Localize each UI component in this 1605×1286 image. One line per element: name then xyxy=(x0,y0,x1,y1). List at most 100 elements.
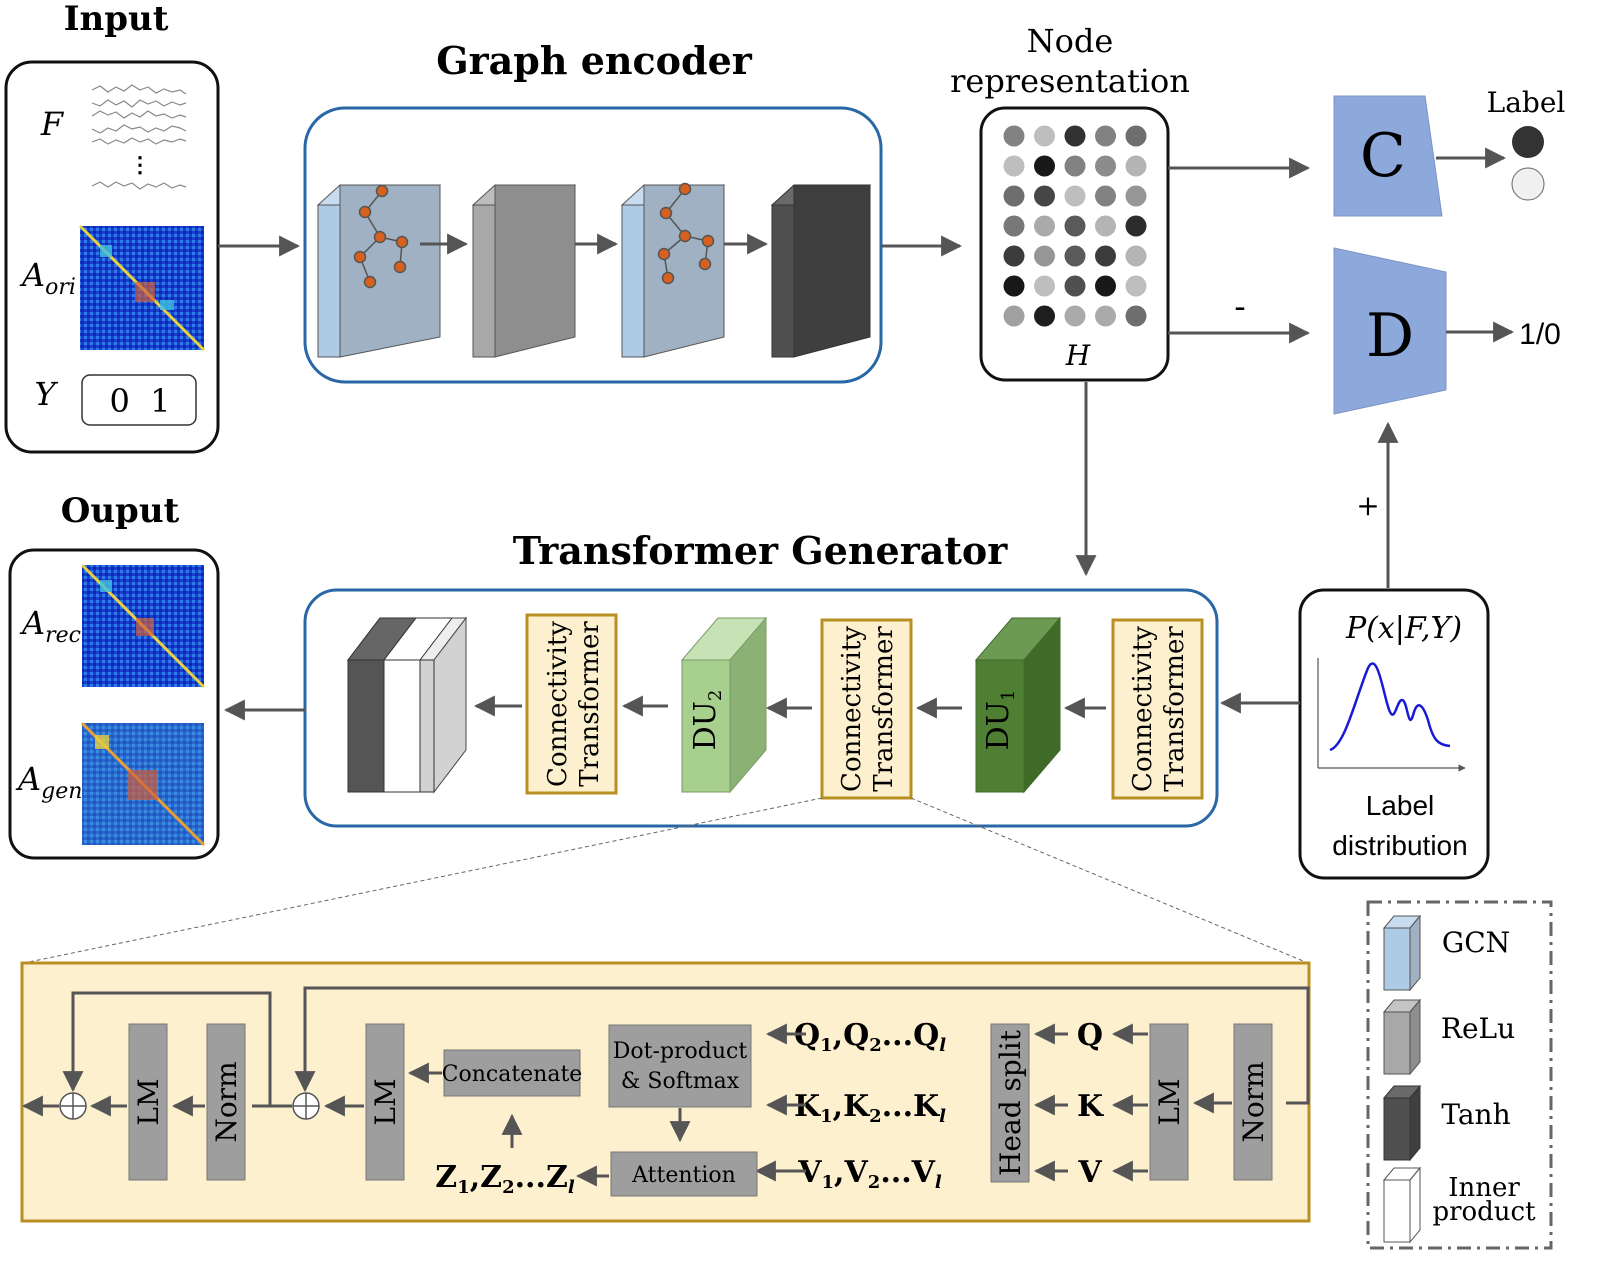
a-ori-label: Aori xyxy=(19,256,76,300)
distribution-label-2: distribution xyxy=(1332,830,1467,861)
head-split-label: Head split xyxy=(994,1029,1027,1176)
vdots-icon: ⋮ xyxy=(129,152,151,178)
legend-relu-label: ReLu xyxy=(1441,1012,1515,1045)
gcn-layer-1 xyxy=(316,184,442,358)
legend-inner-label-1: Inner xyxy=(1448,1173,1520,1203)
ct-label-line1: Connectivity xyxy=(837,626,867,792)
node-repr-title-1: Node xyxy=(1027,22,1114,60)
node-repr-title-2: representation xyxy=(950,62,1190,100)
transformer-generator-title: Transformer Generator xyxy=(513,528,1008,573)
node-dot xyxy=(1064,215,1086,237)
zoom-line-left xyxy=(23,797,823,964)
legend-gcn-icon xyxy=(1382,914,1422,992)
node-dot xyxy=(1034,215,1055,237)
zoom-line-right xyxy=(910,797,1309,964)
q-sequence: Q1,Q2...Ql xyxy=(794,1018,946,1056)
graph-encoder: Graph encoder xyxy=(303,38,883,384)
attention-label: Attention xyxy=(631,1163,736,1188)
a-gen-label: Agen xyxy=(15,760,82,804)
ct-label-line2: Transformer xyxy=(1160,626,1190,792)
graph-nodes-icon xyxy=(353,184,409,289)
z-sequence: Z1,Z2...Zl xyxy=(435,1160,575,1198)
k-label: K xyxy=(1077,1089,1104,1124)
a-rec-label: Arec xyxy=(19,604,81,648)
label-light-circle-icon xyxy=(1511,167,1545,201)
y-value: 0 1 xyxy=(109,382,170,420)
q-label: Q xyxy=(1077,1018,1103,1053)
node-dot xyxy=(1095,215,1116,237)
node-dot xyxy=(1064,305,1086,327)
du2-label: DU2 xyxy=(688,690,726,751)
ct-label-line2: Transformer xyxy=(575,621,605,787)
node-dot xyxy=(1125,125,1147,147)
node-dot xyxy=(1064,275,1086,297)
legend-inner-label-2: product xyxy=(1432,1197,1536,1227)
connectivity-transformer-1: Connectivity Transformer xyxy=(1111,618,1204,800)
node-dot xyxy=(1034,305,1055,327)
node-dot xyxy=(1034,245,1055,267)
dot-product-label-1: Dot-product xyxy=(613,1039,748,1064)
a-ori-heatmap xyxy=(78,224,206,352)
legend-tanh-label: Tanh xyxy=(1441,1098,1510,1131)
node-dot xyxy=(1064,245,1086,267)
discriminator-output-text: 1/0 xyxy=(1519,318,1561,351)
node-dot xyxy=(1095,275,1116,297)
concatenate-block xyxy=(443,1049,581,1097)
node-dot xyxy=(1003,185,1025,207)
inner-product-block xyxy=(346,616,468,794)
graph-encoder-title: Graph encoder xyxy=(436,38,753,83)
plus-sign: + xyxy=(1356,489,1379,522)
graph-nodes-icon xyxy=(657,182,715,285)
dot-product-label-2: & Softmax xyxy=(621,1069,740,1094)
du1-label: DU1 xyxy=(981,690,1019,751)
node-dot xyxy=(1034,275,1055,297)
norm-label: Norm xyxy=(1237,1061,1270,1142)
tanh-layer xyxy=(770,184,872,358)
lm-block-middle xyxy=(365,1023,405,1181)
node-dot xyxy=(1095,155,1116,177)
a-gen-heatmap xyxy=(80,721,206,847)
head-split-block xyxy=(990,1023,1030,1183)
v-sequence: V1,V2...Vl xyxy=(797,1155,942,1193)
eeg-signal-icon xyxy=(91,84,187,190)
lm-label: LM xyxy=(132,1078,165,1125)
legend-inner-product-icon xyxy=(1382,1166,1422,1244)
node-dot xyxy=(1003,275,1025,297)
lm-label: LM xyxy=(1153,1078,1186,1125)
connectivity-transformer-3: Connectivity Transformer xyxy=(525,613,618,795)
label-distribution-box xyxy=(1298,588,1490,880)
node-dot xyxy=(1095,305,1116,327)
label-distribution: P(x|F,Y) Label distribution xyxy=(1298,588,1490,880)
node-dot xyxy=(1095,125,1116,147)
h-label: H xyxy=(1065,339,1091,372)
add-circle-icon xyxy=(59,1092,87,1120)
distribution-curve xyxy=(1329,662,1451,752)
transformer-generator: Transformer Generator Connectivity Trans… xyxy=(303,528,1219,828)
distribution-formula: P(x|F,Y) xyxy=(1345,611,1462,646)
node-dot xyxy=(1064,185,1086,207)
norm-label: Norm xyxy=(210,1061,243,1142)
lm-label: LM xyxy=(369,1078,402,1125)
lm-block-left xyxy=(128,1023,168,1181)
label-output-text: Label xyxy=(1487,86,1566,119)
norm-block-right xyxy=(1233,1023,1273,1181)
discriminator-letter: D xyxy=(1366,301,1414,371)
node-dot-grid xyxy=(1003,125,1147,327)
residual-path-1 xyxy=(294,986,1310,1105)
node-dot xyxy=(1003,215,1025,237)
node-dot xyxy=(1003,125,1025,147)
node-dot xyxy=(1003,245,1025,267)
ct-label-line1: Connectivity xyxy=(543,621,573,787)
label-dark-circle-icon xyxy=(1512,126,1544,158)
transformer-detail-panel: Norm LM Q K V Head split Q1,Q2...Ql K1,K… xyxy=(20,961,1311,1223)
legend: GCN ReLu Tanh Inner product xyxy=(1366,900,1553,1250)
connectivity-transformer-2: Connectivity Transformer xyxy=(820,618,913,800)
node-dot xyxy=(1003,155,1025,177)
input-section: Input F ⋮ Aori Y 0 1 xyxy=(4,0,220,454)
node-dot xyxy=(1125,155,1147,177)
discriminator: D 1/0 xyxy=(1333,247,1561,415)
node-dot xyxy=(1034,155,1055,177)
legend-relu-icon xyxy=(1382,998,1422,1076)
node-representation: Node representation H xyxy=(950,22,1190,382)
